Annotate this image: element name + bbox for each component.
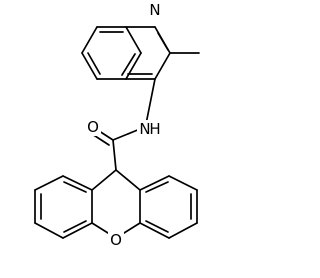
bond — [139, 222, 170, 239]
bond — [34, 222, 64, 239]
quinoline-nitrogen-label: N — [149, 1, 160, 19]
bond — [62, 175, 93, 191]
quinoline-ring — [81, 26, 200, 80]
bond — [62, 222, 93, 239]
bond — [112, 128, 141, 141]
xanthene-oxygen-label: O — [110, 231, 122, 249]
bond — [168, 175, 198, 191]
bond — [81, 26, 98, 54]
amide-nitrogen-label: N — [139, 120, 150, 138]
carbonyl-oxygen-label: O — [87, 118, 99, 136]
bond — [121, 53, 136, 76]
bond — [34, 175, 64, 191]
bond — [112, 139, 117, 171]
bond — [91, 169, 117, 191]
atom-labels: N N H O O — [85, 1, 162, 250]
bond — [91, 222, 109, 234]
bond — [157, 32, 169, 51]
bond — [145, 78, 156, 125]
bond — [139, 175, 170, 191]
bond — [168, 222, 198, 239]
bond — [87, 52, 101, 75]
bond — [145, 220, 169, 233]
bond — [115, 169, 141, 191]
bond — [125, 26, 142, 54]
chemical-structure: N N H O O — [34, 1, 200, 250]
bond — [81, 52, 98, 80]
bond — [63, 220, 87, 233]
bond — [145, 181, 169, 193]
bond — [123, 222, 141, 234]
xanthene-ring — [34, 169, 198, 239]
amide-hydrogen-label: H — [149, 120, 160, 138]
bond — [63, 181, 87, 193]
bond — [154, 52, 171, 80]
